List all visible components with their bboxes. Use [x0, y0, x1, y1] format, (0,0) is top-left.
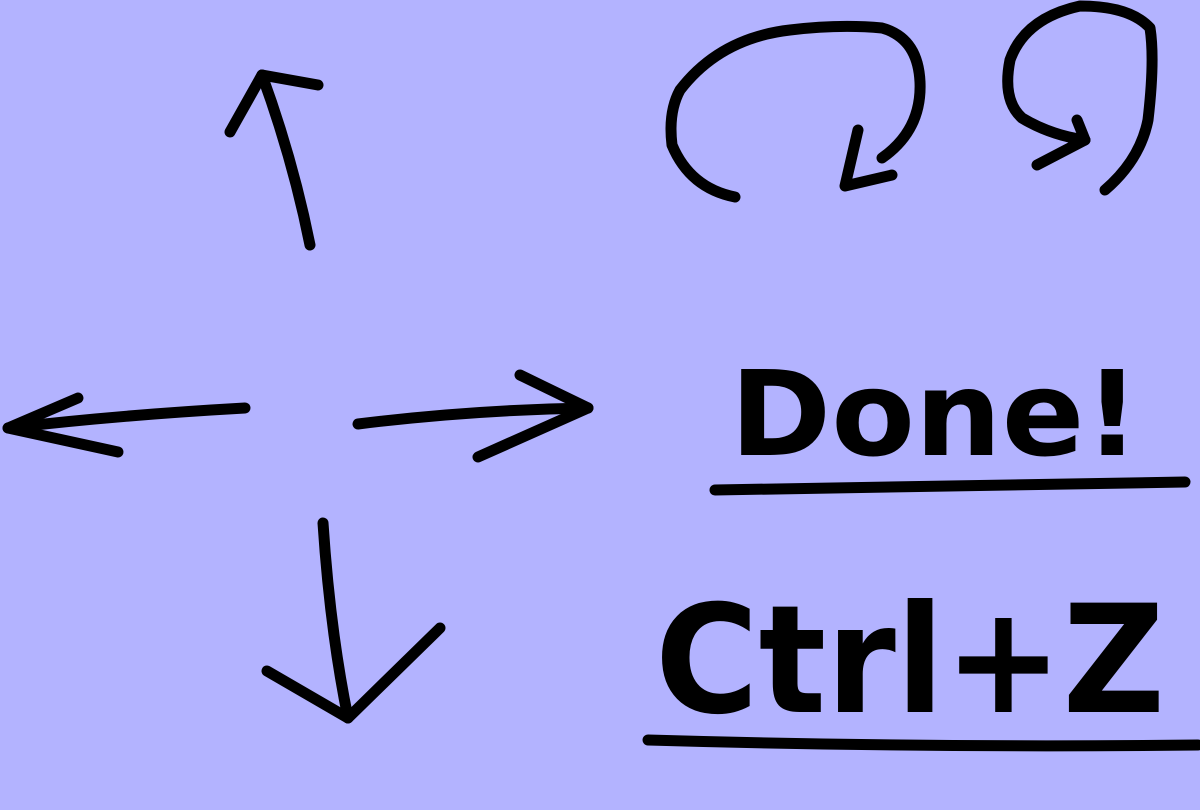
undo-underline: [642, 734, 1200, 752]
arrow-down-icon: [261, 517, 446, 724]
rotate-clockwise-icon: [1002, 0, 1158, 196]
rotate-counterclockwise-icon: [665, 20, 926, 203]
arrow-right-icon: [352, 369, 594, 463]
arrow-left-icon: [2, 392, 251, 458]
done-underline: [709, 476, 1191, 496]
arrow-up-icon: [224, 69, 324, 251]
